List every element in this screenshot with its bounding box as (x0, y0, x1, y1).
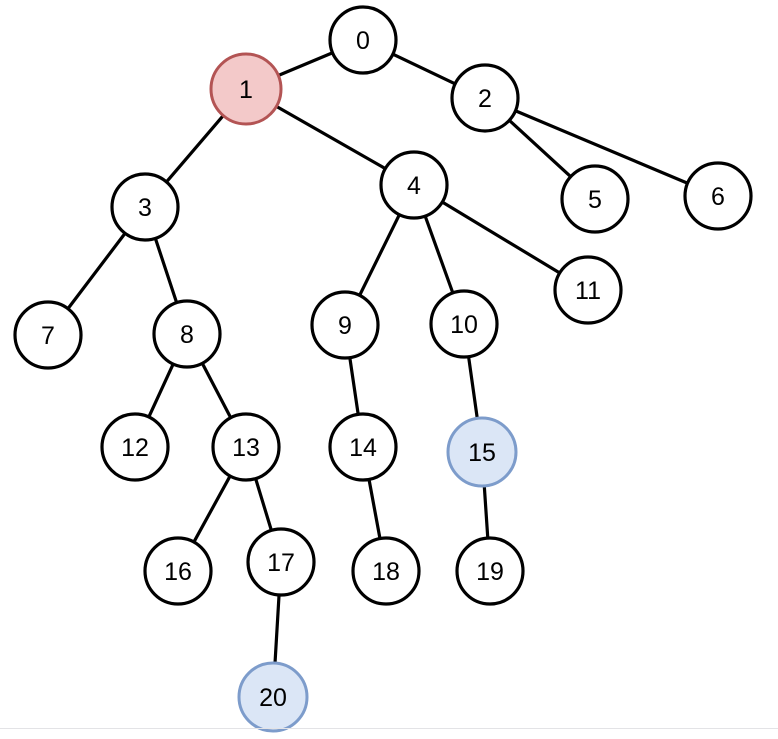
node-circle-1[interactable] (209, 52, 283, 126)
edge-4-10 (423, 213, 455, 296)
node-1[interactable]: 1 (209, 52, 283, 126)
edge-15-19 (482, 483, 490, 541)
edge-4-11 (439, 199, 563, 276)
node-5[interactable]: 5 (560, 164, 630, 234)
node-circle-2[interactable] (450, 63, 520, 133)
node-14[interactable]: 14 (328, 412, 398, 482)
edge-0-2 (390, 52, 458, 86)
node-circle-17[interactable] (246, 527, 316, 597)
node-circle-14[interactable] (328, 412, 398, 482)
edge-1-4 (273, 104, 388, 171)
edge-8-12 (146, 361, 176, 420)
node-4[interactable]: 4 (379, 150, 449, 220)
node-circle-0[interactable] (328, 5, 398, 75)
node-9[interactable]: 9 (310, 290, 380, 360)
node-circle-3[interactable] (110, 172, 180, 242)
edge-3-7 (65, 230, 128, 312)
edge-0-1 (275, 50, 336, 78)
edge-3-8 (153, 235, 179, 306)
node-circle-5[interactable] (560, 164, 630, 234)
node-3[interactable]: 3 (110, 172, 180, 242)
edge-8-13 (200, 360, 233, 421)
node-7[interactable]: 7 (13, 300, 83, 370)
edge-17-20 (273, 592, 281, 666)
edge-1-3 (164, 113, 226, 185)
node-19[interactable]: 19 (455, 536, 525, 606)
edge-2-5 (506, 118, 574, 179)
edge-4-9 (357, 212, 402, 298)
node-circle-20[interactable] (237, 661, 309, 733)
node-18[interactable]: 18 (351, 536, 421, 606)
node-17[interactable]: 17 (246, 527, 316, 597)
node-circle-13[interactable] (211, 412, 281, 482)
node-13[interactable]: 13 (211, 412, 281, 482)
node-circle-18[interactable] (351, 536, 421, 606)
node-16[interactable]: 16 (143, 536, 213, 606)
node-11[interactable]: 11 (553, 255, 623, 325)
edge-13-16 (191, 473, 233, 545)
edge-2-6 (512, 108, 691, 186)
edge-13-17 (253, 476, 274, 533)
node-circle-4[interactable] (379, 150, 449, 220)
node-2[interactable]: 2 (450, 63, 520, 133)
node-circle-11[interactable] (553, 255, 623, 325)
node-0[interactable]: 0 (328, 5, 398, 75)
node-circle-8[interactable] (152, 299, 222, 369)
edges-layer (65, 50, 691, 666)
node-6[interactable]: 6 (683, 161, 753, 231)
node-circle-16[interactable] (143, 536, 213, 606)
node-circle-9[interactable] (310, 290, 380, 360)
node-15[interactable]: 15 (446, 416, 518, 488)
edge-9-14 (348, 355, 360, 417)
node-12[interactable]: 12 (100, 412, 170, 482)
node-20[interactable]: 20 (237, 661, 309, 733)
edge-14-18 (367, 476, 382, 542)
node-8[interactable]: 8 (152, 299, 222, 369)
node-circle-7[interactable] (13, 300, 83, 370)
node-circle-19[interactable] (455, 536, 525, 606)
node-circle-6[interactable] (683, 161, 753, 231)
node-circle-15[interactable] (446, 416, 518, 488)
node-circle-10[interactable] (429, 289, 499, 359)
bottom-divider (0, 728, 778, 729)
edge-10-15 (466, 354, 480, 421)
node-10[interactable]: 10 (429, 289, 499, 359)
node-circle-12[interactable] (100, 412, 170, 482)
